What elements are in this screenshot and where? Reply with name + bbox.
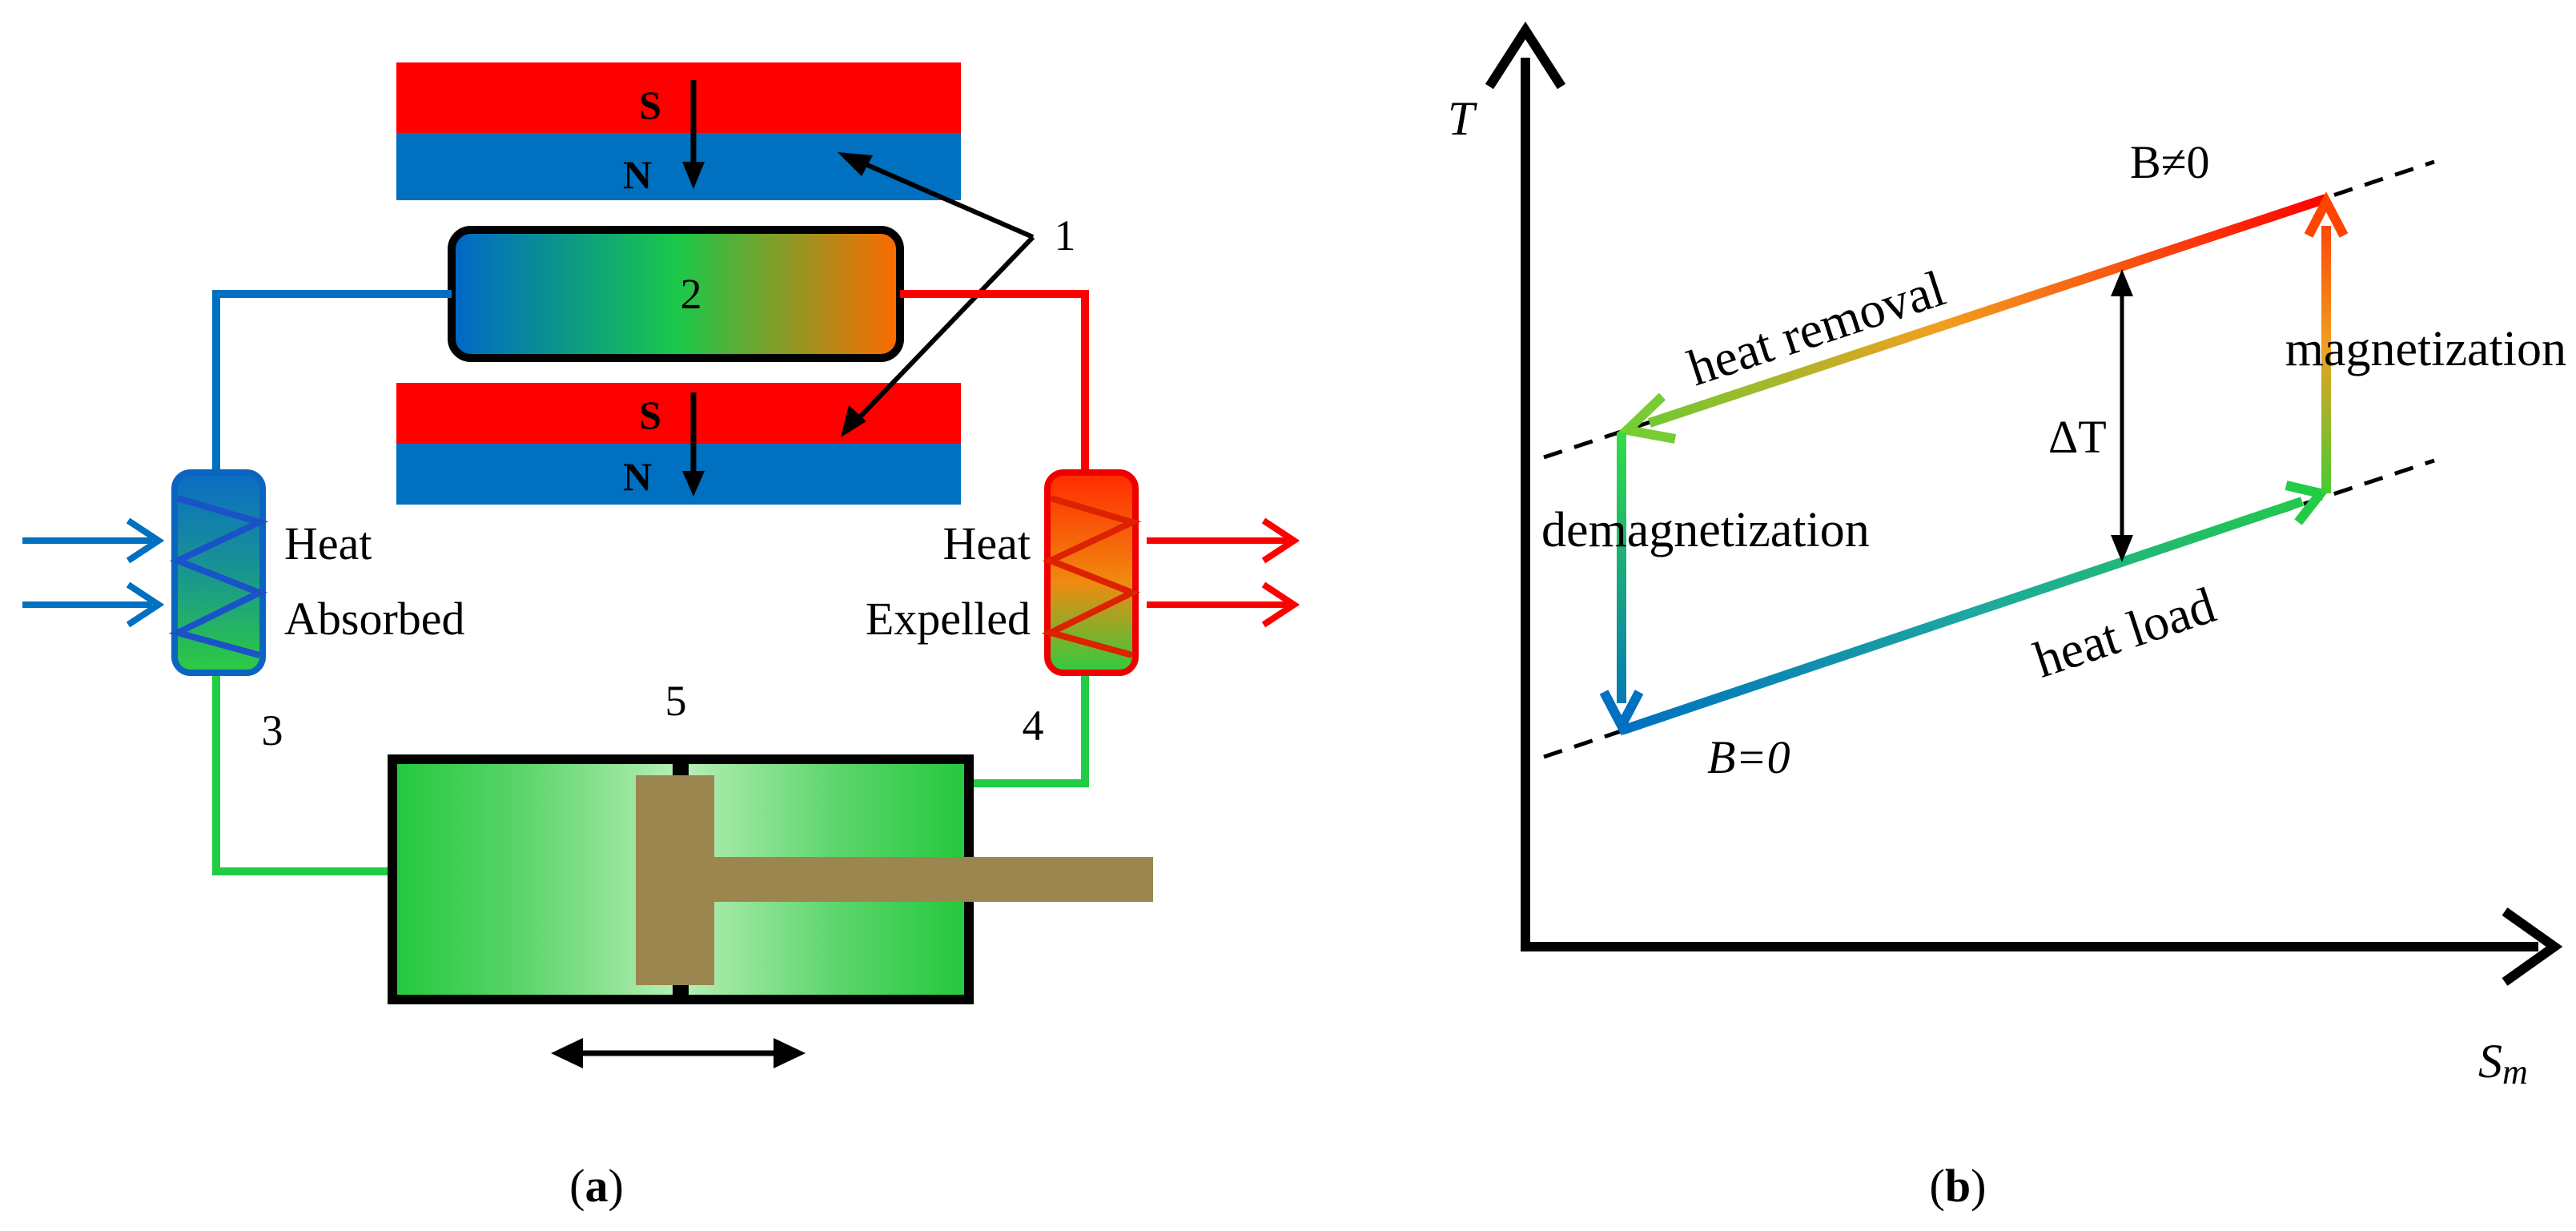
magnetization-arrowhead	[2304, 191, 2349, 238]
cold-return-pipe	[212, 675, 392, 875]
cold-heat-exchanger	[168, 469, 269, 676]
regenerator-bed	[448, 226, 904, 362]
magnet-bottom-south-pole	[396, 383, 961, 444]
heat-load-label: heat load	[2027, 576, 2222, 688]
pointer-arrowhead-bottom	[841, 405, 866, 437]
hot-hex-coil	[1041, 495, 1142, 658]
heat-in-arrowhead-2	[126, 581, 165, 628]
demagnetization-label: demagnetization	[1541, 503, 1870, 557]
magnet-top-south-label: S	[639, 82, 661, 127]
hot-return-pipe	[969, 675, 1089, 787]
hot-pipe	[900, 290, 1089, 475]
heat-out-arrowhead-2	[1261, 581, 1300, 628]
heat-in-arrowhead-1	[126, 517, 165, 564]
piston-motion-arrowhead-right	[774, 1038, 806, 1068]
regenerator-label: 2	[681, 270, 702, 318]
b-zero-label: B=0	[1707, 731, 1790, 783]
heat-out-arrowhead-1	[1261, 517, 1300, 564]
delta-t-arrowhead-down	[2111, 535, 2133, 562]
magnet-top-field-arrowhead	[682, 162, 705, 189]
piston-pump: 5	[388, 677, 1153, 1068]
panel-b: T Sm ΔT heat removal heat load magnetiza…	[1448, 21, 2566, 1212]
delta-t-label: ΔT	[2048, 411, 2107, 463]
heat-load-arrowhead	[2285, 481, 2329, 525]
magnet-pointer: 1	[838, 152, 1076, 437]
cold-hex-coil	[168, 495, 269, 658]
cold-pipe	[212, 290, 452, 475]
magnet-label: 1	[1055, 211, 1076, 259]
magnet-top-north-label: N	[623, 152, 652, 197]
y-axis-arrowhead	[1485, 21, 1566, 90]
piston-head	[636, 775, 714, 985]
heat-out-arrows	[1147, 517, 1300, 628]
delta-t-arrowhead-up	[2111, 269, 2133, 296]
magnet-bottom: S N	[396, 383, 961, 505]
magnet-bottom-north-label: N	[623, 454, 652, 499]
heat-absorbed-line2: Absorbed	[284, 593, 465, 645]
hot-heat-exchanger	[1041, 469, 1142, 676]
pointer-line-top	[847, 155, 1035, 239]
magnet-bottom-field-arrowhead	[682, 471, 705, 497]
caption-b: (b)	[1930, 1160, 1987, 1212]
piston-rod	[714, 857, 1153, 902]
heat-expelled-line1: Heat	[943, 517, 1031, 569]
b-nonzero-label: B≠0	[2130, 136, 2210, 188]
panel-a: S N S N 2 1	[22, 62, 1300, 1212]
pointer-arrowhead-top	[838, 152, 873, 176]
pointer-line-bottom	[849, 235, 1035, 428]
heat-absorbed-line1: Heat	[284, 517, 372, 569]
x-axis-label: Sm	[2478, 1035, 2528, 1092]
magnet-top: S N	[396, 62, 961, 200]
magnet-top-south-pole	[396, 62, 961, 133]
piston-motion-arrowhead-left	[551, 1038, 583, 1068]
heat-removal-arrowhead	[1617, 392, 1677, 444]
heat-removal-label: heat removal	[1681, 259, 1951, 396]
heat-removal-segment	[1648, 194, 2328, 428]
piston-label: 5	[665, 677, 687, 725]
magnet-bottom-north-pole	[396, 444, 961, 505]
x-axis-arrowhead	[2502, 907, 2563, 986]
heat-load-segment	[1620, 497, 2304, 735]
cold-hex-label: 3	[262, 706, 283, 754]
heat-in-arrows	[22, 517, 165, 628]
heat-expelled-line2: Expelled	[866, 593, 1031, 645]
magnetization-label: magnetization	[2285, 322, 2566, 376]
y-axis-label: T	[1448, 92, 1477, 145]
hot-hex-label: 4	[1023, 702, 1044, 750]
caption-a: (a)	[569, 1160, 624, 1212]
magnet-bottom-south-label: S	[639, 392, 661, 437]
